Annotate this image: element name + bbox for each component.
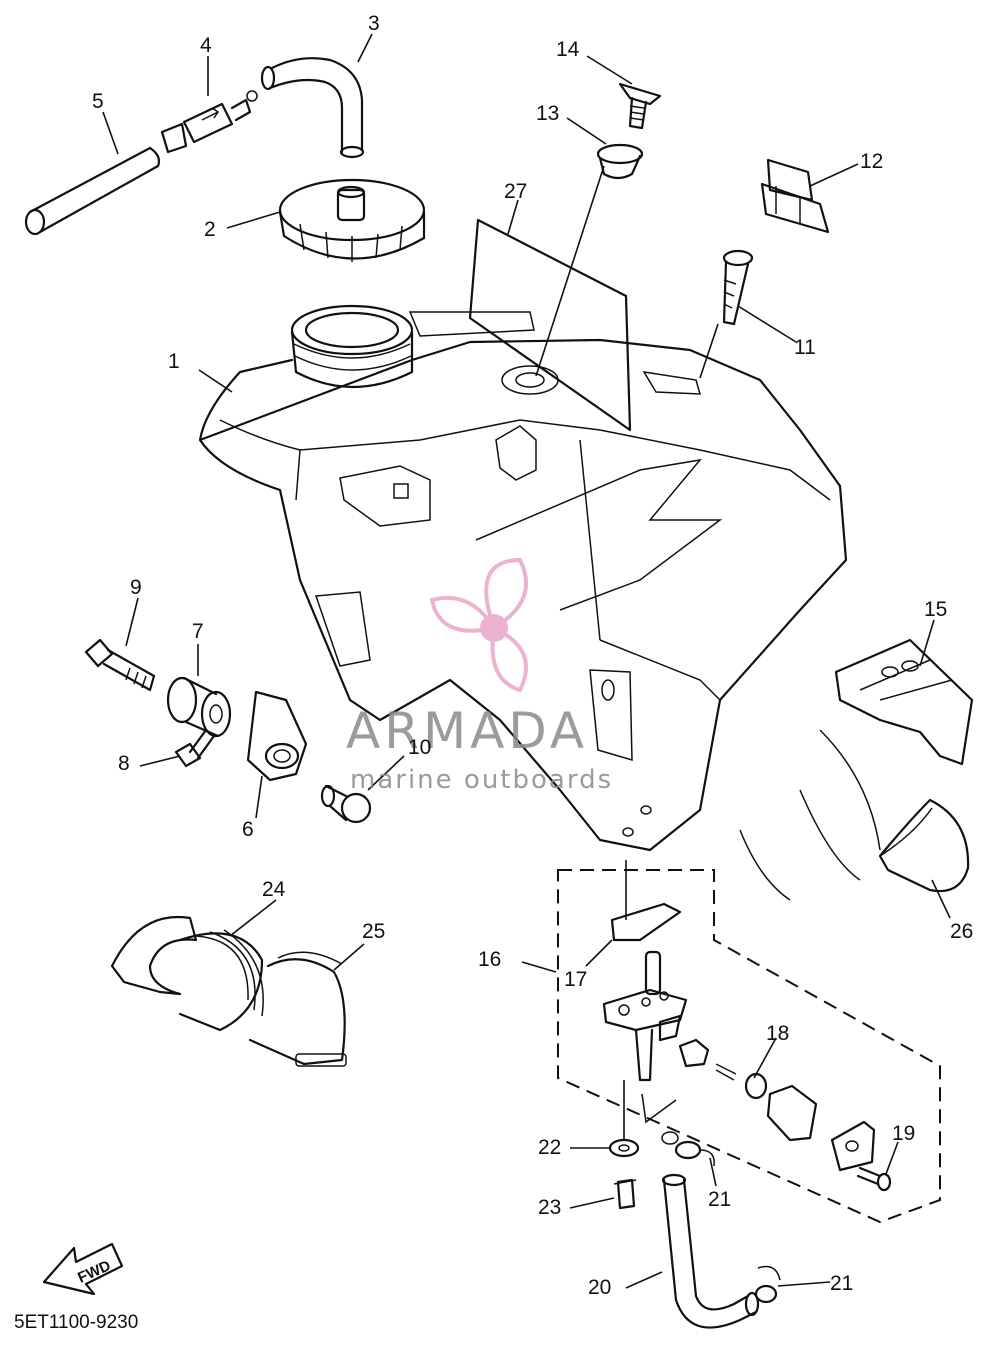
- part-26-damper: [739, 729, 970, 901]
- part-2-fuel-cap: [278, 178, 426, 262]
- callout-9: 9: [130, 576, 142, 599]
- callout-21-lower: 21: [830, 1272, 853, 1295]
- callout-6: 6: [242, 818, 254, 841]
- callout-24: 24: [262, 878, 286, 901]
- callout-10: 10: [408, 736, 431, 759]
- part-5-hose: [24, 146, 161, 236]
- callout-12: 12: [860, 150, 883, 173]
- part-25-band: [248, 951, 347, 1067]
- part-1-fuel-tank: [198, 304, 848, 852]
- part-14-screw: [618, 82, 662, 130]
- callout-23: 23: [538, 1196, 561, 1219]
- part-6-bracket: [246, 690, 308, 782]
- part-16-fuel-cock-assembly: [557, 860, 941, 1224]
- callout-1: 1: [168, 350, 180, 373]
- callout-18: 18: [766, 1022, 789, 1045]
- part-23-bolt: [613, 1178, 637, 1210]
- part-13-collar: [596, 143, 644, 180]
- callout-26: 26: [950, 920, 973, 943]
- callout-7: 7: [192, 620, 204, 643]
- part-27-decal: [468, 218, 632, 432]
- callout-20: 20: [588, 1276, 611, 1299]
- fwd-arrow-icon: FWD: [42, 1242, 124, 1296]
- part-11-screw: [722, 249, 754, 326]
- callout-5: 5: [92, 90, 104, 113]
- callout-19: 19: [892, 1122, 915, 1145]
- propeller-logo-icon: [429, 557, 529, 693]
- part-code: 5ET1100-9230: [14, 1312, 138, 1333]
- part-15-cover: [834, 638, 974, 766]
- watermark-tagline: marine outboards: [350, 765, 613, 795]
- callout-labels: 1 2 3 4 5 6 7 8 9 10 11 12 13 14 15 16 1…: [92, 12, 973, 1299]
- callout-2: 2: [204, 218, 216, 241]
- part-3-hose: [260, 57, 365, 159]
- callout-17: 17: [564, 968, 587, 991]
- part-20-hose: [661, 1173, 760, 1329]
- callout-4: 4: [200, 34, 212, 57]
- callout-25: 25: [362, 920, 385, 943]
- fwd-label: FWD: [75, 1257, 113, 1286]
- part-21-clip-upper: [661, 1131, 715, 1167]
- part-9-bolt: [84, 638, 156, 692]
- callout-16: 16: [478, 948, 501, 971]
- callout-22: 22: [538, 1136, 561, 1159]
- callout-27: 27: [504, 180, 527, 203]
- part-8-bolt: [174, 728, 216, 768]
- callout-21-upper: 21: [708, 1188, 731, 1211]
- callout-14: 14: [556, 38, 580, 61]
- leader-lines: [102, 33, 951, 1289]
- part-10-collar: [320, 784, 372, 824]
- part-7-damper: [166, 676, 232, 738]
- part-21-clip-lower: [754, 1265, 781, 1304]
- part-4-valve: [160, 90, 258, 154]
- callout-11: 11: [794, 336, 816, 359]
- part-12-clip: [760, 158, 830, 234]
- callout-3: 3: [368, 12, 380, 35]
- part-22-washer: [608, 1080, 640, 1158]
- callout-15: 15: [924, 598, 947, 621]
- watermark-brand: ARMADA: [346, 702, 588, 760]
- callout-13: 13: [536, 102, 559, 125]
- part-24-boot: [110, 915, 264, 1032]
- armada-watermark: ARMADA marine outboards: [346, 557, 613, 795]
- callout-8: 8: [118, 752, 130, 775]
